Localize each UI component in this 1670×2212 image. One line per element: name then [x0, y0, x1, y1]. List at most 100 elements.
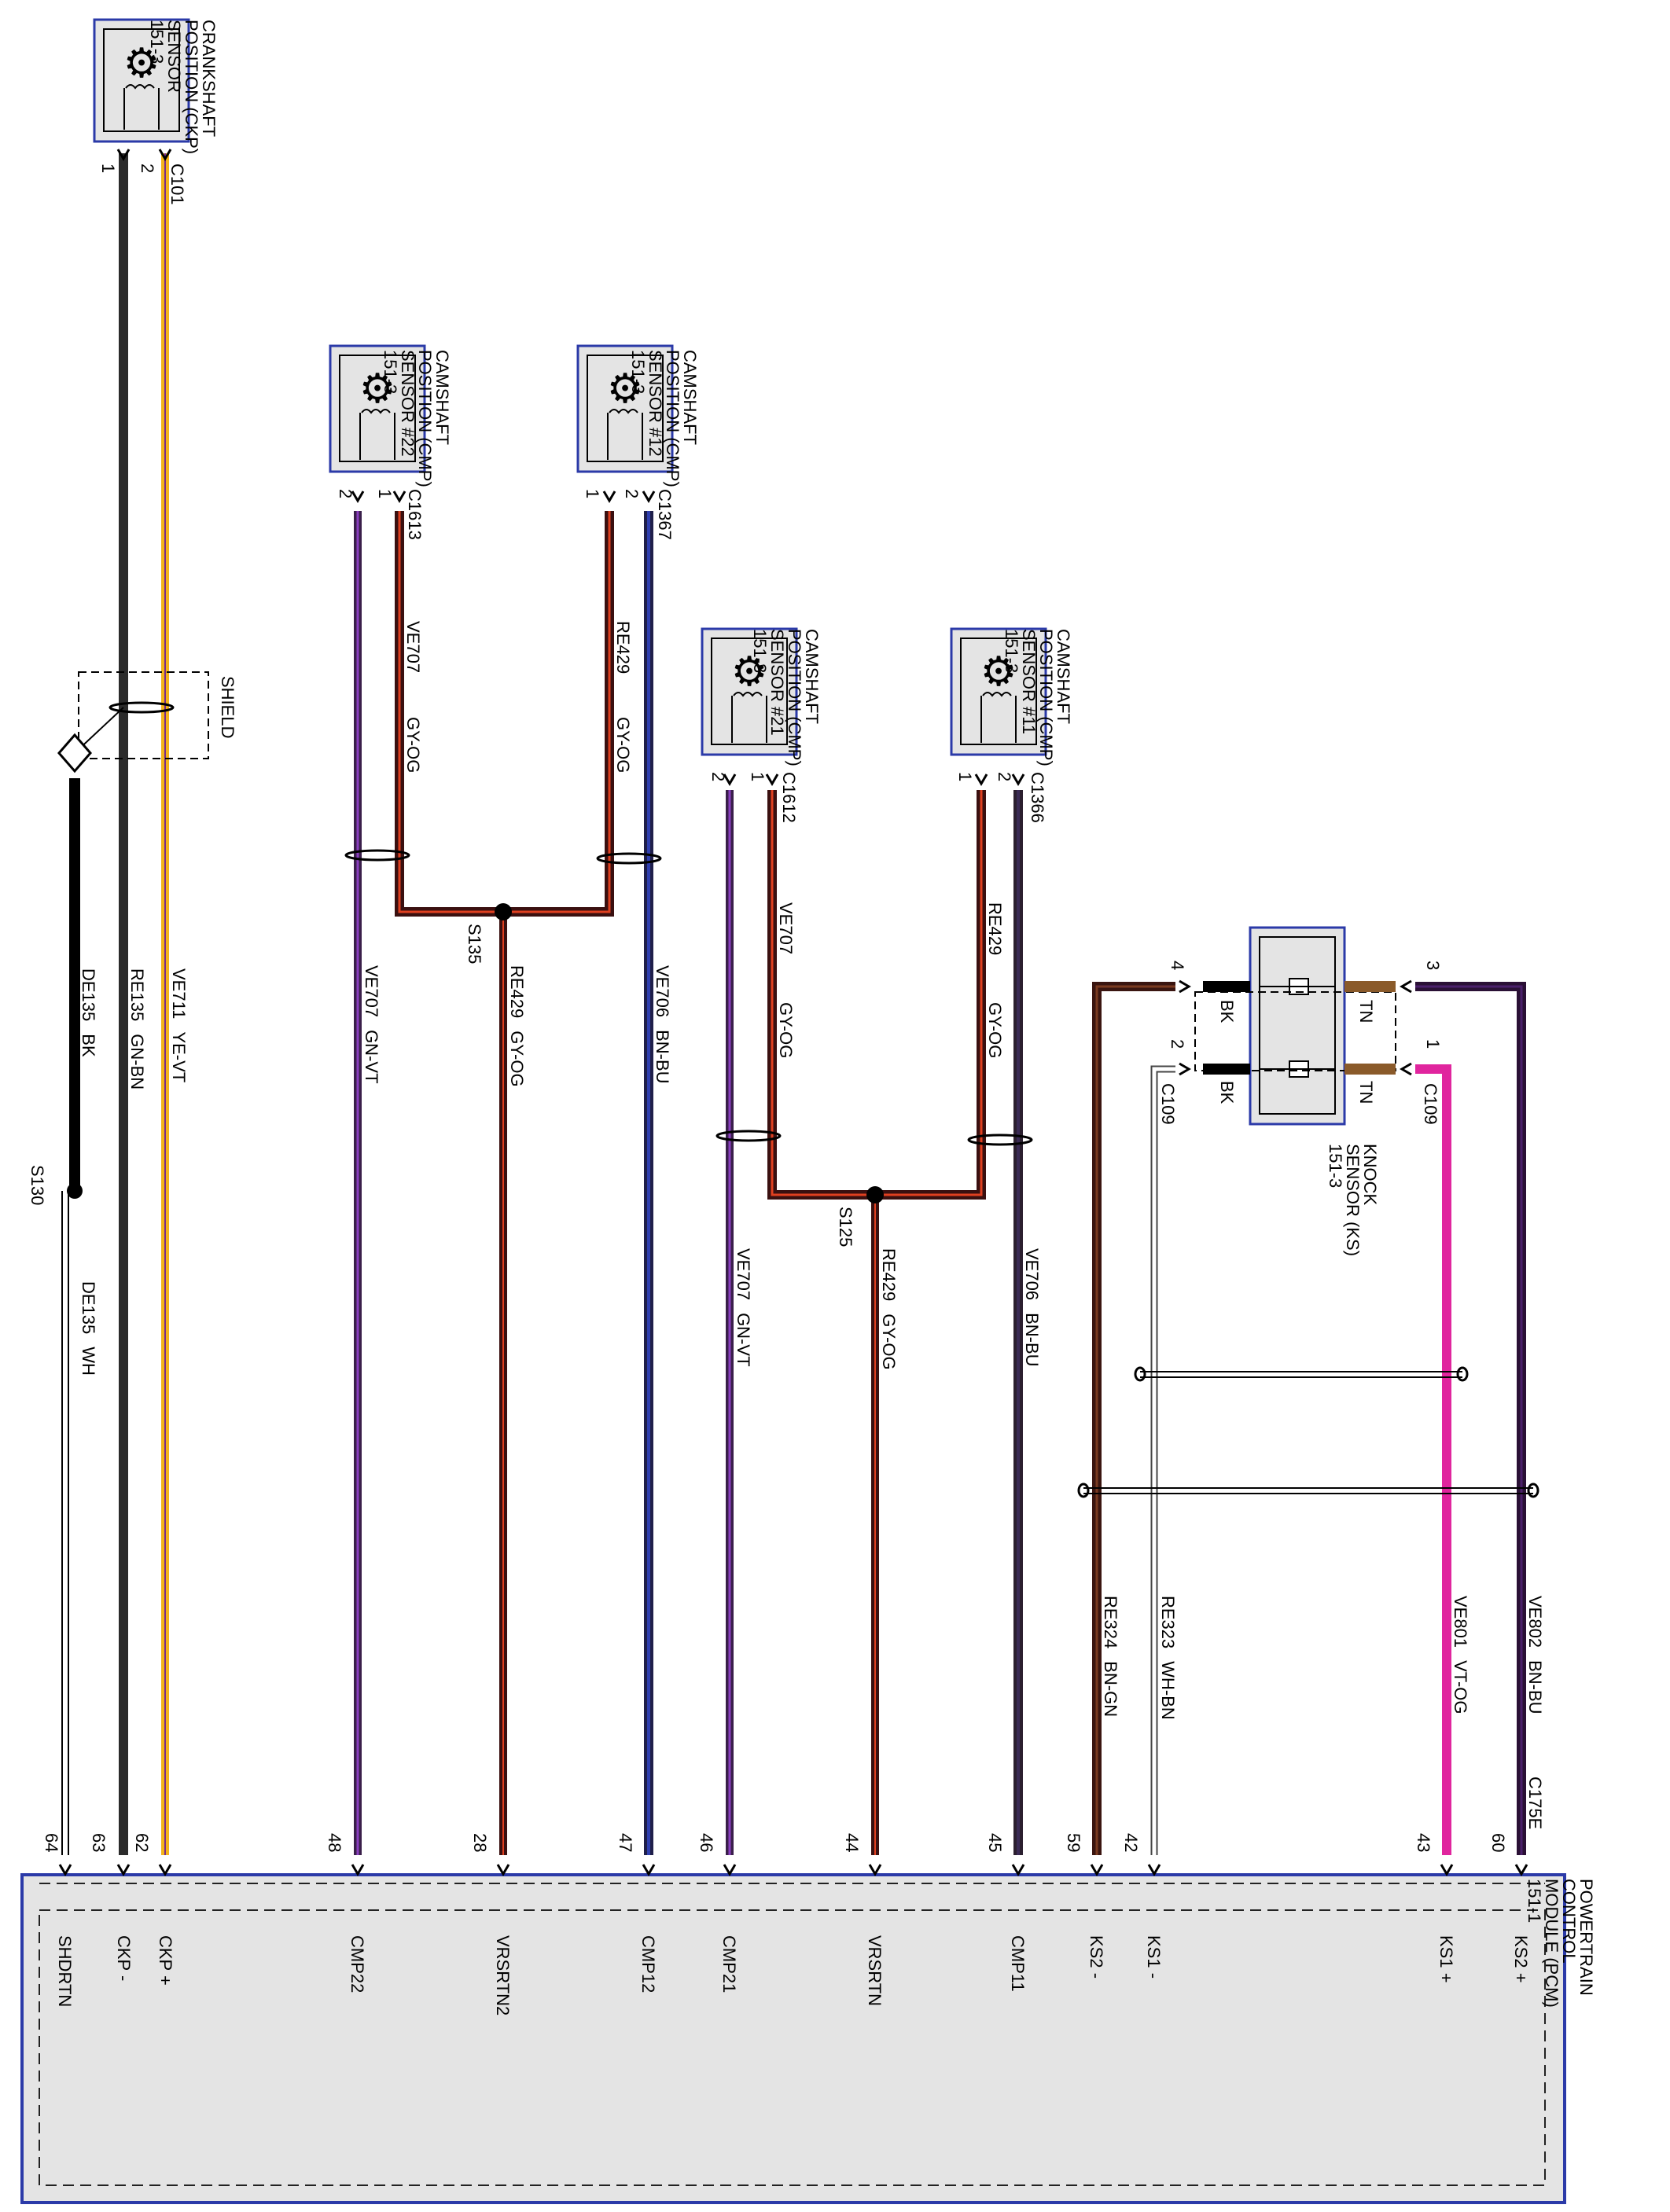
cmp12-sensor-inner — [587, 355, 664, 462]
connector-arrow-icon — [1514, 1864, 1528, 1876]
twist-icon — [1527, 1483, 1539, 1498]
wire-re429-21 — [767, 790, 986, 1200]
splice-s135-label: S135 — [465, 924, 484, 964]
cmp22-sensor-box — [329, 344, 426, 473]
connector-arrow-icon — [974, 773, 1025, 786]
connector-arrow-icon — [1147, 1864, 1161, 1876]
connector-arrow-icon — [1440, 1864, 1454, 1876]
wire-label: DE135WH — [79, 1281, 98, 1376]
ckp-sensor-inner — [103, 28, 180, 132]
pin-label: 2 — [138, 164, 157, 173]
twist-icon — [1456, 1366, 1469, 1382]
pcm-module: POWERTRAIN CONTROL MODULE (PCM) 151-1 — [20, 1873, 1596, 2204]
wire-label: DE135BK — [79, 968, 98, 1057]
connector-arrow-icon — [642, 1864, 656, 1876]
cmp21-sensor-title: CAMSHAFT POSITION (CMP) SENSOR #21 151-3 — [750, 629, 822, 771]
pin-number: 60 — [1488, 1833, 1508, 1852]
connector-arrow-icon — [351, 1864, 365, 1876]
cmp21-11-wires: S125 VE707 GY-OG RE429 GY-OG VE707GN-VT … — [715, 790, 1042, 1855]
wire-label: RE429GY-OG — [879, 1248, 899, 1370]
cmp11-sensor-box — [950, 627, 1047, 756]
wire-label: VE801VT-OG — [1451, 1596, 1470, 1714]
twist-icon — [715, 1130, 782, 1142]
pin-number: 62 — [132, 1833, 152, 1852]
wire-label: VE706BN-BU — [1022, 1248, 1042, 1367]
wire-label: GY-OG — [613, 717, 633, 773]
ks-wire-color: BK — [1217, 1081, 1237, 1104]
pin-label: 1 — [955, 772, 975, 781]
cmp22-12-wires: S135 VE707 GY-OG RE429 GY-OG VE707GN-VT … — [344, 511, 672, 1855]
pin-number: 47 — [616, 1833, 635, 1852]
connector-label: C1366 — [1028, 772, 1047, 823]
connector-arrow-icon — [58, 1864, 72, 1876]
pin-label: 2 — [622, 489, 642, 498]
connector-arrow-icon — [868, 1864, 882, 1876]
pin-label: 3 — [1423, 961, 1443, 970]
cmp22-sensor-inner — [339, 355, 416, 462]
cmp11-sensor: ⚙ CAMSHAFT POSITION (CMP) SENSOR #11 151… — [950, 627, 1073, 823]
pcm-signal-label: KS1 - — [1144, 1935, 1164, 1979]
cmp21-sensor: ⚙ CAMSHAFT POSITION (CMP) SENSOR #21 151… — [701, 627, 822, 823]
cmp12-sensor-title: CAMSHAFT POSITION (CMP) SENSOR #12 151-3 — [628, 350, 700, 492]
pin-number: 28 — [470, 1833, 490, 1852]
pcm-signal-label: KS2 + — [1511, 1935, 1531, 1983]
connector-arrow-icon — [351, 491, 406, 503]
ckp-sensor: ⚙ CRANKSHAFT POSITION (CKP) SENSOR 151-3… — [93, 18, 219, 205]
pcm-outer-box — [20, 1873, 1566, 2204]
pin-number: 45 — [985, 1833, 1005, 1852]
gear-icon: ⚙ — [123, 41, 160, 86]
cmp22-sensor-title: CAMSHAFT POSITION (CMP) SENSOR #22 151-3 — [381, 350, 452, 492]
wire-label: VE707GN-VT — [362, 965, 381, 1084]
ckp-sensor-box — [93, 18, 190, 143]
pcm-signal-label: VRSRTN2 — [493, 1935, 513, 2015]
knock-sensor-box — [1249, 926, 1346, 1126]
pin-number: 59 — [1064, 1833, 1083, 1852]
gear-icon: ⚙ — [980, 649, 1017, 695]
shield-label: SHIELD — [218, 676, 237, 738]
wire-label: VE711YE-VT — [169, 968, 189, 1082]
splice-s130-label: S130 — [28, 1165, 47, 1205]
pcm-signal-label: CMP11 — [1008, 1935, 1028, 1992]
pin-number: 44 — [842, 1833, 862, 1852]
wire-re429-22-stripe — [398, 511, 611, 913]
connector-arrow-icon — [116, 1864, 131, 1876]
wire-label: GY-OG — [776, 1002, 796, 1058]
pin-label: 1 — [1423, 1039, 1443, 1049]
connector-arrow-icon — [1090, 1864, 1104, 1876]
gear-icon: ⚙ — [359, 366, 396, 412]
knock-sensor-inner — [1259, 936, 1336, 1115]
splice-s125-label: S125 — [836, 1207, 855, 1247]
ks-wire-color: TN — [1356, 1000, 1376, 1023]
coil-icon — [607, 409, 643, 460]
knock-wires: RE324BN-GN RE323WH-BN VE801VT-OG VE802BN… — [1077, 982, 1545, 1855]
wire-60-stripe — [1415, 985, 1523, 1855]
ckp-sensor-title: CRANKSHAFT POSITION (CKP) SENSOR 151-3 — [147, 20, 219, 159]
pin-number: 43 — [1414, 1833, 1433, 1852]
pin-label: 1 — [375, 489, 395, 498]
pcm-inner-dashed-box — [39, 1909, 1546, 2186]
twist-icon — [344, 849, 410, 862]
pin-number: 64 — [42, 1833, 61, 1852]
wire-42 — [1150, 1065, 1175, 1855]
coil-icon — [123, 84, 160, 130]
gear-icon: ⚙ — [731, 649, 768, 695]
coil-icon — [359, 409, 395, 460]
pcm-signal-label: CMP22 — [348, 1935, 367, 1993]
connector-label: C175E — [1525, 1777, 1545, 1829]
ckp-wires: SHIELD S130 VE711YE-VT RE135GN-BN DE135B… — [28, 153, 237, 1855]
connector-arrow-icon — [723, 1864, 737, 1876]
pin-label: 1 — [583, 489, 602, 498]
connector-arrow-icon — [723, 773, 779, 786]
